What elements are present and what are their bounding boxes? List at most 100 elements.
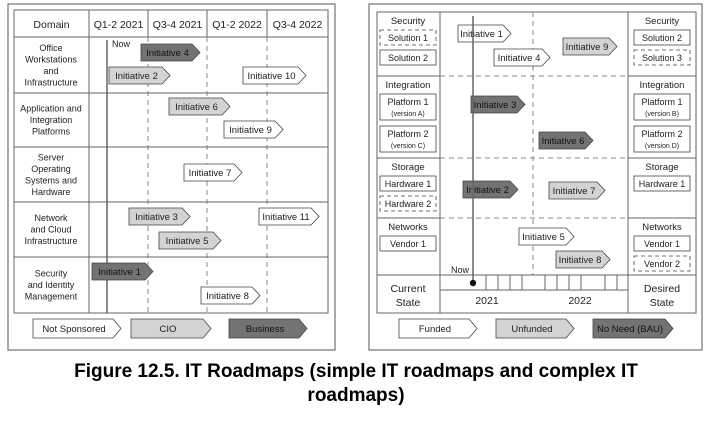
right-footer-current-line-1: Current <box>390 283 425 295</box>
right-initiative-2-shape <box>493 48 551 67</box>
right-footer-year-2021: 2021 <box>475 295 499 307</box>
left-initiative-4-shape <box>168 97 231 116</box>
right-current-state-label: Platform 1 <box>387 97 428 107</box>
right-initiative-3-label: Initiative 9 <box>566 42 609 53</box>
right-current-state-box <box>379 49 437 66</box>
left-domain-label: Application and <box>20 104 82 114</box>
left-initiative-8: Initiative 11 <box>258 207 320 226</box>
left-initiative-4: Initiative 6 <box>168 97 231 116</box>
right-initiative-8: Initiative 5 <box>518 227 575 246</box>
left-initiative-11: Initiative 8 <box>200 286 261 305</box>
right-desired-state-label: Solution 3 <box>642 53 682 63</box>
left-header-3: Q1-2 2022 <box>212 19 262 31</box>
right-legend-2-label: Unfunded <box>511 324 552 335</box>
right-desired-state-label: Vendor 2 <box>644 259 680 269</box>
left-legend-2-label: CIO <box>160 324 177 335</box>
right-current-state-label: Solution 1 <box>388 33 428 43</box>
right-now-label: Now <box>451 265 470 275</box>
left-domain-label: Security <box>35 269 68 279</box>
right-initiative-6-label: Initiative 2 <box>466 185 509 196</box>
right-current-state-label: Hardware 2 <box>385 199 432 209</box>
right-footer-current-line-2: State <box>396 297 421 309</box>
left-initiative-11-shape <box>200 286 261 305</box>
right-desired-state-box <box>633 255 691 272</box>
left-domain-label: Workstations <box>25 54 77 64</box>
right-current-state-box <box>379 235 437 252</box>
right-desired-section-title: Security <box>645 16 680 27</box>
right-footer-desired-line-1: Desired <box>644 283 680 295</box>
left-initiative-5-shape <box>223 120 284 139</box>
left-initiative-3: Initiative 10 <box>242 66 307 85</box>
right-current-state-box <box>379 175 437 192</box>
right-initiative-6: Initiative 2 <box>462 180 519 199</box>
left-initiative-9-shape <box>158 231 222 250</box>
right-footer-year-2022: 2022 <box>568 295 592 307</box>
left-header-0: Domain <box>33 19 69 31</box>
right-initiative-5: Initiative 6 <box>538 131 594 150</box>
now-marker-dot <box>469 279 477 287</box>
right-current-state-label: Platform 2 <box>387 129 428 139</box>
right-current-state-sublabel: (version C) <box>391 143 425 150</box>
left-domain-label: and <box>43 66 58 76</box>
left-initiative-6-shape <box>183 163 243 182</box>
left-domain-label: Infrastructure <box>24 236 77 246</box>
right-initiative-1-label: Initiative 1 <box>460 29 503 40</box>
right-initiative-3-shape <box>562 37 618 56</box>
right-desired-state-sublabel: (version D) <box>645 143 679 150</box>
right-initiative-4-shape <box>470 95 526 114</box>
left-initiative-8-shape <box>258 207 320 226</box>
left-legend-1-label: Not Sponsored <box>42 324 105 335</box>
caption-line-1: Figure 12.5. IT Roadmaps (simple IT road… <box>74 361 638 382</box>
left-legend-1-shape <box>32 318 122 339</box>
left-domain-label: Infrastructure <box>24 77 77 87</box>
right-desired-section-title: Networks <box>642 222 682 233</box>
left-initiative-9: Initiative 5 <box>158 231 222 250</box>
right-desired-state-box <box>633 175 691 192</box>
right-initiative-7: Initiative 7 <box>548 181 606 200</box>
right-initiative-8-shape <box>518 227 575 246</box>
left-initiative-8-label: Initiative 11 <box>262 212 309 223</box>
left-initiative-7-shape <box>128 207 191 226</box>
figure-caption: Figure 12.5. IT Roadmaps (simple IT road… <box>0 360 712 408</box>
left-domain-label: Platforms <box>32 127 71 137</box>
left-legend-3-shape <box>228 318 308 339</box>
left-initiative-3-label: Initiative 10 <box>247 71 295 82</box>
right-initiative-2-label: Initiative 4 <box>498 53 541 64</box>
right-current-state-box <box>379 125 437 153</box>
right-initiative-9-shape <box>555 250 611 269</box>
left-initiative-7: Initiative 3 <box>128 207 191 226</box>
right-current-state-label: Hardware 1 <box>385 179 432 189</box>
right-initiative-8-label: Initiative 5 <box>522 232 565 243</box>
right-legend-3-label: No Need (BAU) <box>597 324 663 335</box>
left-initiative-4-label: Initiative 6 <box>175 102 218 113</box>
left-initiative-2: Initiative 2 <box>108 66 171 85</box>
left-initiative-1: Initiative 4 <box>140 43 201 62</box>
right-footer-desired-line-2: State <box>650 297 675 309</box>
right-desired-state-box <box>633 29 691 46</box>
right-initiative-4: Initiative 3 <box>470 95 526 114</box>
right-current-state-label: Vendor 1 <box>390 239 426 249</box>
right-initiative-7-shape <box>548 181 606 200</box>
right-initiative-6-shape <box>462 180 519 199</box>
left-domain-label: Office <box>39 43 62 53</box>
left-initiative-7-label: Initiative 3 <box>135 212 178 223</box>
right-current-state-box <box>379 29 437 46</box>
left-initiative-6: Initiative 7 <box>183 163 243 182</box>
right-initiative-9: Initiative 8 <box>555 250 611 269</box>
right-legend-3-shape <box>592 318 674 339</box>
right-current-section-title: Storage <box>391 162 424 173</box>
right-current-section-title: Security <box>391 16 426 27</box>
left-initiative-11-label: Initiative 8 <box>206 291 249 302</box>
right-desired-state-sublabel: (version B) <box>645 111 679 118</box>
left-domain-label: Network <box>34 213 68 223</box>
caption-line-2: roadmaps) <box>307 385 405 406</box>
left-header-1: Q1-2 2021 <box>94 19 144 31</box>
right-desired-section-title: Integration <box>640 80 685 91</box>
right-current-state-box <box>379 195 437 212</box>
right-desired-state-label: Platform 1 <box>641 97 682 107</box>
left-initiative-3-shape <box>242 66 307 85</box>
left-initiative-1-label: Initiative 4 <box>146 48 189 59</box>
left-legend-2-shape <box>130 318 212 339</box>
left-initiative-10-label: Initiative 1 <box>98 267 141 278</box>
